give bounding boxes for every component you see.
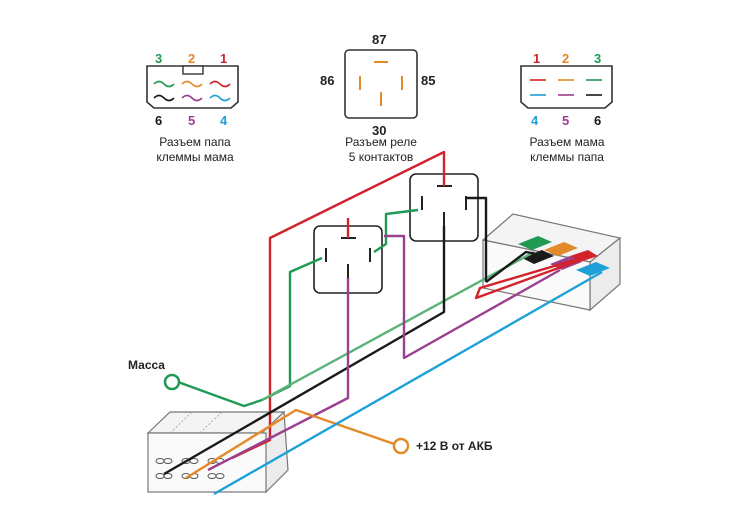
right-pin-6: 6 <box>594 113 602 128</box>
wire-black-c <box>485 250 549 283</box>
relay-pin-87: 87 <box>372 32 387 47</box>
right-pin-2: 2 <box>562 51 570 66</box>
right-pin-3: 3 <box>594 51 602 66</box>
ground-terminal <box>163 373 181 391</box>
wire-black-b <box>163 226 446 476</box>
left-pin-5: 5 <box>188 113 196 128</box>
connector-bottom-left <box>146 410 289 494</box>
wire-red-c <box>474 254 589 300</box>
connector-right <box>481 213 622 312</box>
battery-label: +12 В от АКБ <box>416 439 493 453</box>
left-pin-4: 4 <box>220 113 228 128</box>
right-pin-5: 5 <box>562 113 570 128</box>
wire-purple-b <box>384 234 561 360</box>
wire-green-c <box>373 208 419 253</box>
left-pin-2: 2 <box>188 51 196 66</box>
connector-right-icon <box>520 65 613 109</box>
caption-line-1: Разъем реле <box>345 135 417 149</box>
left-pin-1: 1 <box>220 51 228 66</box>
relay-caption: Разъем реле 5 контактов <box>324 135 438 165</box>
connector-right-caption: Разъем мама клеммы папа <box>506 135 628 165</box>
right-pin-4: 4 <box>531 113 539 128</box>
right-pin-1: 1 <box>533 51 541 66</box>
wire-blue <box>213 270 603 496</box>
caption-line-1: Разъем мама <box>529 135 605 149</box>
wire-green <box>177 256 323 408</box>
caption-line-1: Разъем папа <box>159 135 231 149</box>
wires <box>163 150 603 496</box>
caption-line-2: 5 контактов <box>348 150 414 164</box>
relay-pin-86: 86 <box>320 73 335 88</box>
caption-line-2: клеммы мама <box>156 150 234 164</box>
relay-pin-30: 30 <box>372 123 387 138</box>
battery-terminal <box>392 437 410 455</box>
wire-purple <box>207 278 350 472</box>
connector-left-icon <box>146 65 239 109</box>
left-pin-3: 3 <box>155 51 163 66</box>
wire-orange <box>185 408 401 480</box>
wire-green-b <box>261 250 535 402</box>
connector-left-caption: Разъем папа клеммы мама <box>132 135 258 165</box>
wire-black <box>466 196 488 282</box>
caption-line-2: клеммы папа <box>530 150 604 164</box>
wire-red <box>231 150 446 460</box>
relay-icon <box>344 49 418 119</box>
left-pin-6: 6 <box>155 113 163 128</box>
ground-label: Масса <box>128 358 165 372</box>
relay-pin-85: 85 <box>421 73 436 88</box>
